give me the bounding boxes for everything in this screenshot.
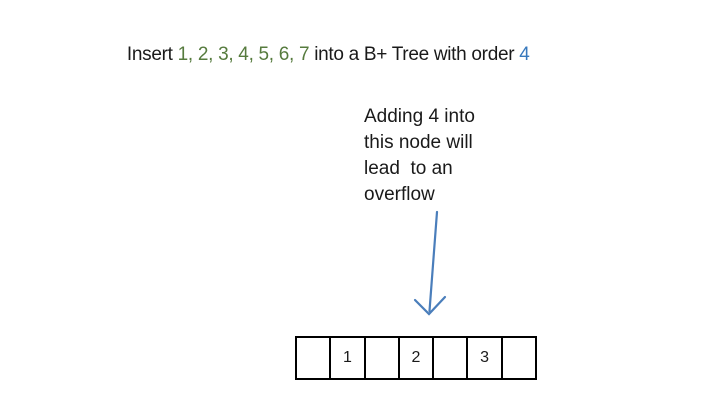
bplus-tree-node: 1 2 3 (295, 336, 537, 380)
down-arrow-stroke-group (413, 210, 447, 316)
arrow-shaft (428, 210, 439, 313)
node-cell-key: 3 (466, 338, 500, 378)
annotation-line-3: lead to an (364, 158, 453, 179)
annotation-line-1: Adding 4 into (364, 106, 475, 127)
title-segment-order: 4 (519, 44, 530, 65)
node-cell-pointer (297, 338, 329, 378)
node-cell-key: 1 (329, 338, 363, 378)
title-segment-keys: 1, 2, 3, 4, 5, 6, 7 (177, 44, 310, 65)
slide-title: Insert 1, 2, 3, 4, 5, 6, 7 into a B+ Tre… (107, 22, 530, 88)
title-segment-middle: into a B+ Tree with order (309, 44, 520, 65)
node-cell-pointer (363, 338, 398, 378)
node-cell-pointer (500, 338, 535, 378)
node-cell-key: 2 (397, 338, 432, 378)
annotation-line-4: overflow (364, 184, 435, 205)
down-arrow-icon (413, 210, 447, 316)
annotation-line-2: this node will (364, 132, 473, 153)
node-cell-pointer (432, 338, 466, 378)
annotation-text: Adding 4 into this node will lead to an … (364, 104, 475, 208)
arrow-head (413, 295, 447, 316)
title-segment-insert: Insert (126, 44, 178, 65)
